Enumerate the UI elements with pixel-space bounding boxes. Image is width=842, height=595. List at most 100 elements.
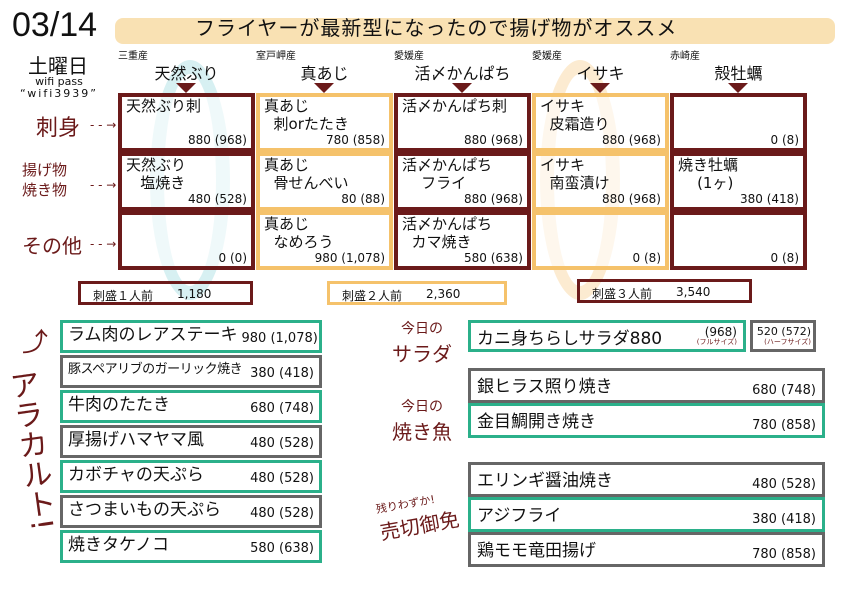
salad-label: 今日のサラダ: [392, 318, 452, 367]
full-note: (フルサイズ): [696, 337, 737, 346]
menu-cell: 0 (8): [670, 93, 807, 152]
item-price: 780 (858): [752, 418, 816, 433]
grill-label-1: 今日の: [401, 399, 443, 415]
menu-cell: 0 (8): [670, 211, 807, 270]
cell-price: 880 (968): [602, 192, 661, 206]
row-label-fried: 揚げ物 焼き物: [22, 160, 67, 200]
arrow-down-icon: [590, 83, 610, 93]
cell-price: 480 (528): [188, 192, 247, 206]
set-name: 刺盛２人前: [342, 289, 403, 303]
half-note: (ハーフサイズ): [764, 337, 811, 346]
weekday: 土曜日: [28, 54, 88, 78]
item-price: 480 (528): [752, 477, 816, 492]
fish-name: イサキ: [576, 64, 625, 83]
curved-arrow-icon: ⤴: [22, 328, 49, 358]
row-label-fried-text: 揚げ物 焼き物: [22, 161, 68, 199]
alacarte-label: アラカルト!: [1, 367, 60, 534]
full-price-group: (968)(フルサイズ): [697, 326, 737, 347]
item-name: 牛肉のたたき: [68, 395, 170, 415]
item-name: 豚スペアリブのガーリック焼き: [68, 362, 243, 377]
arrow-down-icon: [314, 83, 334, 93]
grill-label-2: 焼き魚: [392, 420, 452, 444]
cell-name: 活〆かんぱち刺: [402, 97, 508, 115]
alacarte-item: 豚スペアリブのガーリック焼き 380 (418): [60, 355, 322, 388]
headline: フライヤーが最新型になったので揚げ物がオススメ: [195, 16, 678, 40]
set-name: 刺盛３人前: [592, 287, 653, 301]
grill-label: 今日の焼き魚: [392, 396, 452, 445]
row-label-other: その他: [22, 234, 82, 258]
item-price: 680 (748): [752, 383, 816, 398]
wifi-info: wifi pass“wifi3939”: [14, 76, 104, 100]
fish-name: 活〆かんぱち: [414, 64, 511, 83]
salad-half: 520 (572)(ハーフサイズ): [750, 320, 816, 352]
alacarte-item: 牛肉のたたき 680 (748): [60, 390, 322, 423]
item-price: 680 (748): [250, 401, 314, 416]
cell-name: 真あじ 刺orたたき: [264, 97, 349, 133]
cell-name: イサキ 皮霜造り: [540, 97, 610, 133]
cell-price: 880 (968): [188, 133, 247, 147]
fish-origin: 愛媛産: [394, 51, 424, 62]
item-price: 480 (528): [250, 436, 314, 451]
grill-item: 金目鯛開き焼き 780 (858): [468, 403, 825, 438]
set-name: 刺盛１人前: [93, 289, 154, 303]
cell-name: 天然ぶり 塩焼き: [126, 156, 187, 192]
soldout-label: 残りわずか!売切御免: [375, 487, 462, 545]
cell-name: 焼き牡蠣 (1ヶ): [678, 156, 739, 192]
arrow-icon: - - →: [90, 118, 117, 132]
item-name: 銀ヒラス照り焼き: [477, 377, 613, 397]
cell-price: 880 (968): [464, 192, 523, 206]
cell-price: 0 (8): [770, 133, 799, 147]
fish-origin: 室戸岬産: [256, 51, 296, 62]
item-name: 金目鯛開き焼き: [477, 412, 596, 432]
arrow-down-icon: [728, 83, 748, 93]
salad-full: カニ身ちらしサラダ880 (968)(フルサイズ): [468, 320, 746, 352]
item-name: さつまいもの天ぷら: [68, 500, 221, 520]
date: 03/14: [12, 6, 98, 44]
headline-brush: [115, 18, 835, 44]
salad-label-1: 今日の: [401, 321, 443, 337]
fish-name: 殻牡蠣: [714, 64, 763, 83]
grill-item: 銀ヒラス照り焼き 680 (748): [468, 368, 825, 403]
item-price: 380 (418): [250, 366, 314, 381]
item-price: 380 (418): [752, 512, 816, 527]
item-name: カニ身ちらしサラダ880: [477, 328, 663, 349]
cell-price: 80 (88): [341, 192, 385, 206]
cell-price: 780 (858): [326, 133, 385, 147]
fish-name: 天然ぶり: [154, 64, 219, 83]
menu-cell: 天然ぶり刺 880 (968): [118, 93, 255, 152]
item-price: 980 (1,078): [241, 331, 318, 346]
half-price: 520 (572): [756, 324, 811, 338]
fish-name: 真あじ: [300, 64, 349, 83]
cell-price: 880 (968): [464, 133, 523, 147]
arrow-icon: - - →: [90, 237, 117, 251]
cell-price: 880 (968): [602, 133, 661, 147]
cell-name: イサキ 南蛮漬け: [540, 156, 610, 192]
cell-name: 天然ぶり刺: [126, 97, 202, 115]
set-price: 2,360: [426, 287, 461, 301]
wifi-password: “wifi3939”: [20, 87, 98, 100]
sashimi-set-2: 刺盛２人前 2,360: [327, 281, 507, 305]
arrow-down-icon: [452, 83, 472, 93]
cell-price: 980 (1,078): [314, 251, 385, 265]
item-name: 焼きタケノコ: [68, 535, 169, 555]
cell-name: 活〆かんぱち カマ焼き: [402, 215, 493, 251]
salad-label-2: サラダ: [392, 342, 452, 366]
cell-price: 0 (8): [632, 251, 661, 265]
item-price: 780 (858): [752, 547, 816, 562]
item-name: 鶏モモ竜田揚げ: [477, 541, 596, 561]
